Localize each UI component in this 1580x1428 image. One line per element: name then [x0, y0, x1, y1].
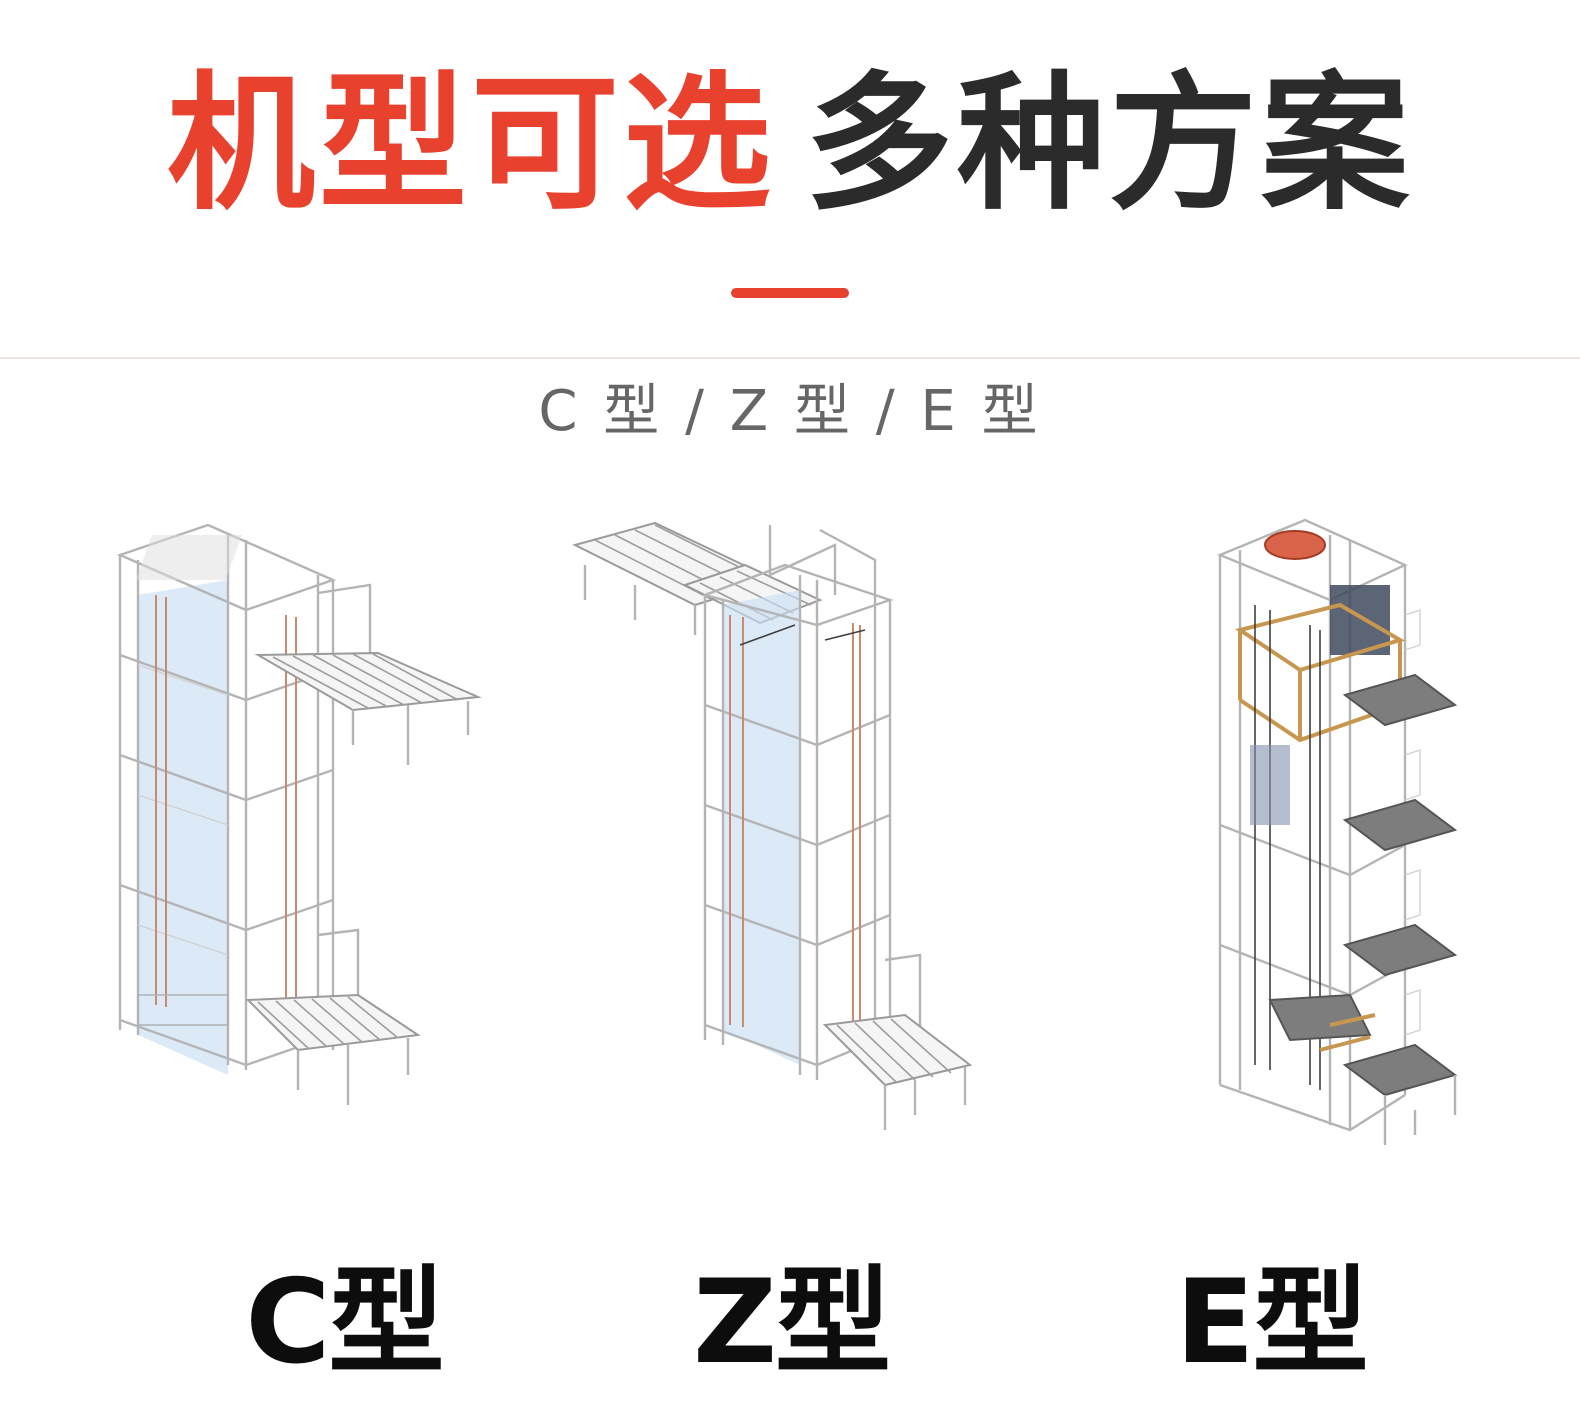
- z-type-illustration: [572, 505, 985, 1145]
- title-rest: 多种方案: [805, 58, 1413, 230]
- e-type-illustration: [1210, 505, 1470, 1155]
- c-type-illustration: [108, 505, 498, 1125]
- type-label-e: E型: [1175, 1255, 1368, 1390]
- type-label-c: C型: [245, 1255, 444, 1390]
- type-label-z: Z型: [692, 1255, 891, 1390]
- title-accent-bar: [731, 288, 849, 298]
- section-divider: [0, 357, 1580, 359]
- type-subtitle: C 型 / Z 型 / E 型: [538, 379, 1042, 444]
- title-highlight: 机型可选: [167, 58, 775, 230]
- page-title: 机型可选多种方案: [0, 70, 1580, 218]
